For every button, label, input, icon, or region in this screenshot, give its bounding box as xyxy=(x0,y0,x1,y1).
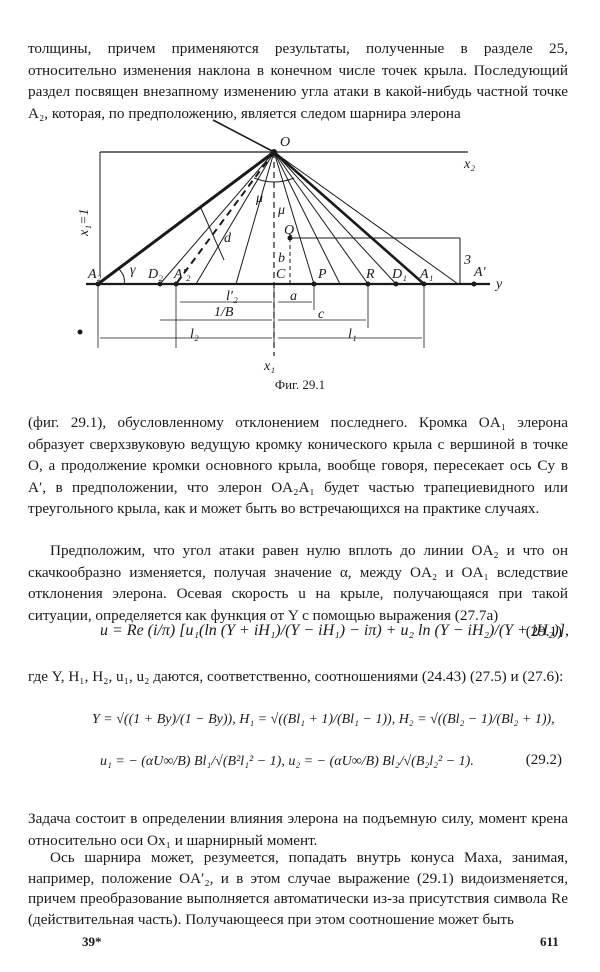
label-three: 3 xyxy=(463,253,471,268)
label-O: O xyxy=(280,135,290,150)
paragraph-6: Ось шарнира может, резумеется, попадать … xyxy=(28,849,568,928)
label-mu2: μ xyxy=(277,203,285,218)
edge-extension xyxy=(212,119,275,153)
label-R: R xyxy=(365,267,375,282)
equation-29-2b: u₁ = − (αU∞/B) Bl₁/√(B²l₁² − 1), u₂ = − … xyxy=(100,754,474,769)
printer-signature: 39* xyxy=(82,934,102,949)
equation-29-1: u = Re (i/π) [u₁(ln (Y + iH₁)/(Y − iH₁) … xyxy=(100,622,569,639)
label-C: C xyxy=(276,267,286,282)
label-a: a xyxy=(290,289,297,304)
paragraph-5: Задача состоит в определении влияния эле… xyxy=(28,810,568,849)
label-Q: Q xyxy=(284,223,294,238)
equation-29-2-number: (29.2) xyxy=(525,752,562,768)
label-P: P xyxy=(317,267,327,282)
label-x2: x₂ xyxy=(463,157,475,172)
equation-29-2a: Y = √((1 + By)/(1 − By)), H₁ = √((Bl₁ + … xyxy=(92,712,555,727)
label-b: b xyxy=(278,251,285,266)
paragraph-4: где Y, H₁, H₂, u₁, u₂ даются, соответств… xyxy=(28,668,564,685)
label-c: c xyxy=(318,307,325,322)
label-x1: x₁ xyxy=(263,359,275,374)
paragraph-2: (фиг. 29.1), обусловленному отклонением … xyxy=(28,414,568,517)
label-x1eq: x₁=1 xyxy=(77,208,92,237)
label-l1: l₁ xyxy=(348,327,357,342)
label-D2: D₂ xyxy=(147,267,163,282)
label-gamma: γ xyxy=(130,263,136,278)
label-l2: l₂ xyxy=(190,327,199,342)
figure-caption: Фиг. 29.1 xyxy=(274,377,326,392)
edge-OA2 xyxy=(97,150,275,286)
page-number: 611 xyxy=(540,934,559,949)
label-A1: A₁ xyxy=(419,267,433,282)
equation-29-1-number: (29.1) xyxy=(525,624,562,640)
label-D1: D₁ xyxy=(391,267,407,282)
label-A2p: A′₂ xyxy=(173,267,191,282)
paragraph-3: Предположим, что угол атаки равен нулю в… xyxy=(28,542,568,624)
label-mu1: μ xyxy=(255,191,263,206)
edge-OA1 xyxy=(273,151,425,285)
label-d: d xyxy=(224,231,232,246)
paragraph-1: толщины, причем применяются результаты, … xyxy=(28,40,568,122)
label-A2: A₂ xyxy=(87,267,102,282)
figure-29-1: O x₂ x₁ y x₁=1 A₂ D₂ A′₂ C P R D₁ A₁ A′ … xyxy=(77,119,503,374)
label-l2p: l′₂ xyxy=(226,289,238,304)
label-oneB: 1/B xyxy=(214,305,234,320)
label-y: y xyxy=(494,277,503,292)
label-Ap: A′ xyxy=(473,265,487,280)
edge-OA2p xyxy=(175,151,275,285)
